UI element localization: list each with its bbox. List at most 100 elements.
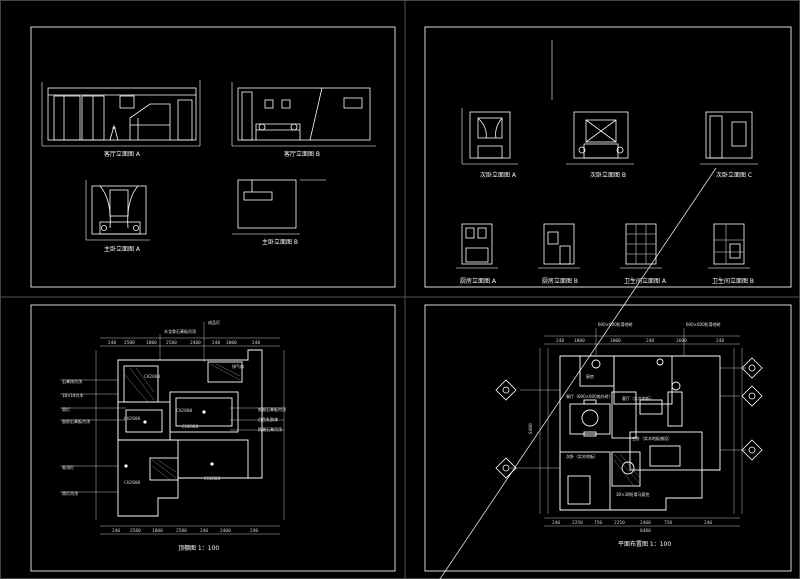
elevation-title-10: 卫生间立面图 A — [624, 277, 667, 285]
elevation-bedroom-a — [85, 180, 150, 241]
ceiling-dim-bottom-6: 2400 — [220, 528, 231, 534]
ceiling-right-note-2: 白色乳胶漆 — [258, 416, 278, 422]
light-3 — [210, 462, 214, 466]
floor-plan-title: 平面布置图 1：100 — [618, 540, 671, 548]
frame-top-right — [424, 26, 792, 288]
elevation-title-11: 卫生间立面图 B — [712, 277, 754, 285]
floor-dim-top-1: 240 — [556, 338, 564, 344]
section-marker-1 — [495, 379, 517, 401]
floor-dim-bottom-3: 750 — [594, 520, 602, 526]
ceiling-bottom-note-2: 筒灯吊顶 — [62, 490, 78, 496]
elevations-right-titles: 次卧立面图 A 次卧立面图 B 次卧立面图 C 厨房立面图 A 厨房立面图 B … — [460, 171, 754, 285]
floor-dim-top-2: 1800 — [574, 338, 585, 344]
elevation-kitchen-a — [456, 223, 498, 269]
floor-dim-bottom-total: 8400 — [640, 528, 651, 534]
section-marker-4 — [741, 385, 763, 407]
elevation-title-2: 客厅立面图 B — [284, 150, 320, 158]
floor-dim-top-6: 240 — [716, 338, 724, 344]
ceiling-bottom-note-1: 吸顶灯 — [62, 464, 74, 470]
elevation-kitchen-b — [538, 223, 580, 269]
room-second-bedroom: 次卧（实木地板） — [566, 453, 598, 459]
ceiling-dim-bottom-7: 240 — [250, 528, 258, 534]
ceiling-left-note-1: 石膏线吊顶 — [62, 378, 82, 384]
elevations-left-titles: 客厅立面图 A 客厅立面图 B 主卧立面图 A 主卧立面图 B — [104, 150, 320, 253]
elevations-left — [41, 80, 376, 241]
elevation-second-bedroom-b — [551, 40, 634, 165]
ceiling-dim-top-7: 3000 — [226, 340, 237, 346]
floor-top-note-2: 600×600防滑地砖 — [686, 321, 721, 327]
ceiling-dim-top-4: 2580 — [166, 340, 177, 346]
floor-dim-bottom-1: 240 — [552, 520, 560, 526]
ceiling-dim-bottom-3: 1800 — [152, 528, 163, 534]
ceiling-dim-top-1: 240 — [108, 340, 116, 346]
frame-bottom-right — [424, 304, 792, 572]
room-kitchen: 厨房 — [586, 373, 594, 379]
elevation-title-1: 客厅立面图 A — [104, 150, 141, 158]
elevation-title-9: 厨房立面图 B — [542, 277, 578, 285]
floor-plan: 600×600防滑地砖 600×600防滑地砖 厨房 客厅（实木地板） 餐厅（6… — [495, 321, 763, 548]
floor-bottom-note: 30×30防滑马赛克 — [616, 491, 650, 497]
ceiling-plan: CH2800 CH2800 CH2800 CH2800 CH2800 CH280… — [60, 319, 286, 552]
elevation-title-6: 次卧立面图 B — [590, 171, 626, 179]
elevation-title-8: 厨房立面图 A — [460, 277, 497, 285]
section-marker-2 — [495, 457, 517, 479]
room-height-4: CH2800 — [182, 424, 199, 430]
elevation-title-5: 次卧立面图 A — [480, 171, 517, 179]
light-2 — [202, 410, 206, 414]
room-height-1: CH2800 — [144, 374, 161, 380]
room-height-6: CH2800 — [204, 476, 221, 482]
ceiling-dim-top-5: 2400 — [190, 340, 201, 346]
room-living: 客厅（实木地板） — [622, 395, 654, 401]
floor-dim-bottom-4: 2250 — [614, 520, 625, 526]
ceiling-dim-bottom-5: 240 — [200, 528, 208, 534]
elevation-living-a — [41, 80, 201, 147]
ceiling-top-note-2: 成品灯 — [208, 319, 220, 325]
light-1 — [143, 420, 147, 424]
elevation-second-bedroom-c — [700, 111, 758, 165]
floor-dim-bottom-2: 2250 — [572, 520, 583, 526]
ceiling-plan-title: 顶棚图 1：100 — [178, 544, 219, 552]
section-marker-3 — [741, 357, 763, 379]
ceiling-dim-top-8: 240 — [252, 340, 260, 346]
ceiling-top-note-3: 排气扇 — [232, 363, 244, 369]
elevation-title-3: 主卧立面图 A — [104, 245, 141, 253]
ceiling-left-note-4: 胶质石膏板吊顶 — [62, 418, 90, 424]
floor-dim-top-3: 3000 — [610, 338, 621, 344]
section-marker-5 — [741, 439, 763, 461]
ceiling-dim-bottom-2: 2580 — [130, 528, 141, 534]
ceiling-left-note-2: 18×18方木 — [62, 392, 84, 398]
ceiling-dim-bottom-1: 240 — [112, 528, 120, 534]
elevation-title-7: 次卧立面图 C — [716, 171, 752, 179]
frame-bottom-left — [30, 304, 396, 572]
elevation-living-b — [231, 82, 376, 147]
elevation-title-4: 主卧立面图 B — [262, 238, 298, 246]
floor-dim-bottom-6: 750 — [664, 520, 672, 526]
elevation-bedroom-b — [232, 179, 326, 235]
ceiling-right-note-1: 纸面石膏板吊顶 — [258, 406, 286, 412]
room-master-bedroom: 主卧（实木地板铺设） — [632, 435, 672, 441]
floor-dim-bottom-5: 2400 — [640, 520, 651, 526]
light-4 — [124, 464, 128, 468]
ceiling-dim-top-2: 2580 — [124, 340, 135, 346]
diagonal-line — [439, 167, 717, 579]
elevations-right — [456, 40, 758, 269]
room-dining: 餐厅（600×600抛光砖） — [566, 393, 613, 399]
floor-top-note-1: 600×600防滑地砖 — [598, 321, 633, 327]
elevation-second-bedroom-a — [461, 108, 518, 165]
room-height-5: CH2800 — [124, 480, 141, 486]
floor-dim-bottom-7: 240 — [704, 520, 712, 526]
ceiling-dim-bottom-4: 2580 — [176, 528, 187, 534]
ceiling-dim-top-6: 240 — [212, 340, 220, 346]
ceiling-outline — [117, 349, 263, 517]
ceiling-right-note-3: 防潮石膏吊顶 — [258, 426, 282, 432]
frame-top-left — [30, 26, 396, 288]
room-height-3: CH2800 — [176, 408, 193, 414]
floor-dim-side: 8400 — [528, 423, 534, 434]
room-height-2: CH2800 — [124, 416, 141, 422]
floor-dim-top-5: 3600 — [676, 338, 687, 344]
ceiling-dim-top-3: 1800 — [146, 340, 157, 346]
floor-dim-top-4: 240 — [646, 338, 654, 344]
elevation-bath-a — [620, 223, 662, 269]
